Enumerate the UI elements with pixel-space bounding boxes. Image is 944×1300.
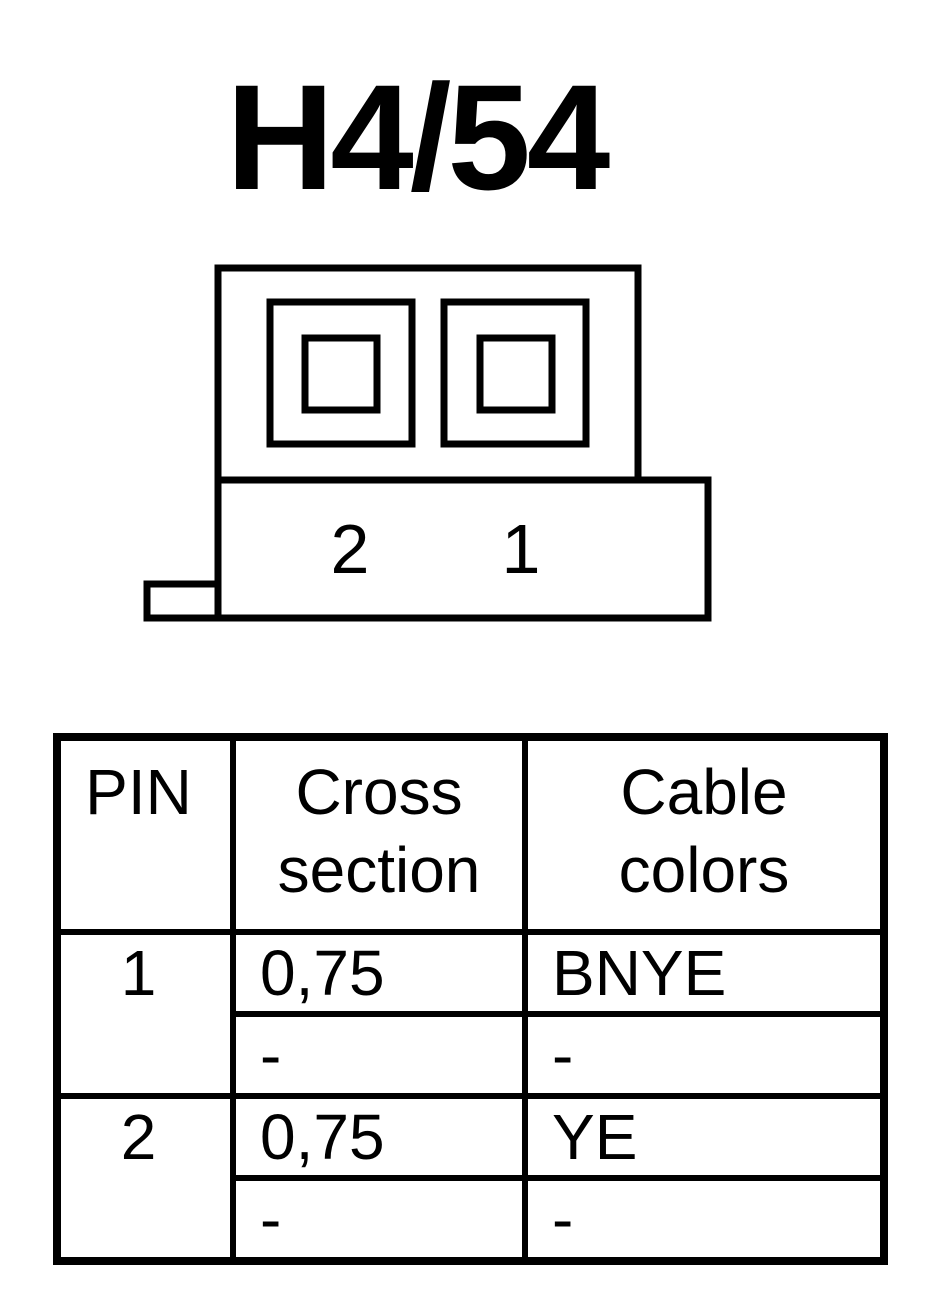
pin-label-2: 2 <box>331 510 370 588</box>
connector-title: H4/54 <box>226 53 610 221</box>
table-row: - - <box>57 1011 887 1099</box>
cross-section-cell: - <box>230 1011 528 1099</box>
pin-table: PIN Cross section Cable colors 1 0,75 BN… <box>53 733 888 1265</box>
pin-cell: 1 <box>54 929 236 1099</box>
cross-section-cell: 0,75 <box>230 1093 528 1181</box>
pin-cell: 2 <box>54 1093 236 1264</box>
pin-cavity-2 <box>266 298 416 448</box>
pin-cavity-1 <box>440 298 590 448</box>
cross-section-cell: 0,75 <box>230 929 528 1017</box>
header-cable-colors: Cable colors <box>522 734 887 935</box>
pin-label-1: 1 <box>502 510 541 588</box>
table-row: - - <box>57 1175 887 1264</box>
table-header-row: PIN Cross section Cable colors <box>54 734 887 935</box>
header-cable-colors-line2: colors <box>618 834 790 906</box>
table-row: 2 0,75 YE <box>54 1093 887 1264</box>
header-pin: PIN <box>54 734 236 935</box>
cable-color-cell: - <box>522 1175 887 1264</box>
cable-color-cell: YE <box>522 1093 887 1181</box>
connector-latch-tab <box>143 580 222 622</box>
header-cable-colors-line1: Cable <box>620 756 788 828</box>
header-cross-section: Cross section <box>230 734 528 935</box>
cross-section-cell: - <box>230 1175 528 1264</box>
table-row: 1 0,75 BNYE <box>54 929 887 1099</box>
header-pin-label: PIN <box>85 756 192 828</box>
connector-lower-housing <box>214 476 712 622</box>
pin-contact-2 <box>301 334 381 414</box>
cable-color-cell: - <box>522 1011 887 1099</box>
pin-contact-1 <box>476 334 556 414</box>
cable-color-cell: BNYE <box>522 929 887 1017</box>
header-cross-section-line2: section <box>277 834 481 906</box>
connector-diagram: 2 1 <box>143 264 712 622</box>
header-cross-section-line1: Cross <box>295 756 463 828</box>
